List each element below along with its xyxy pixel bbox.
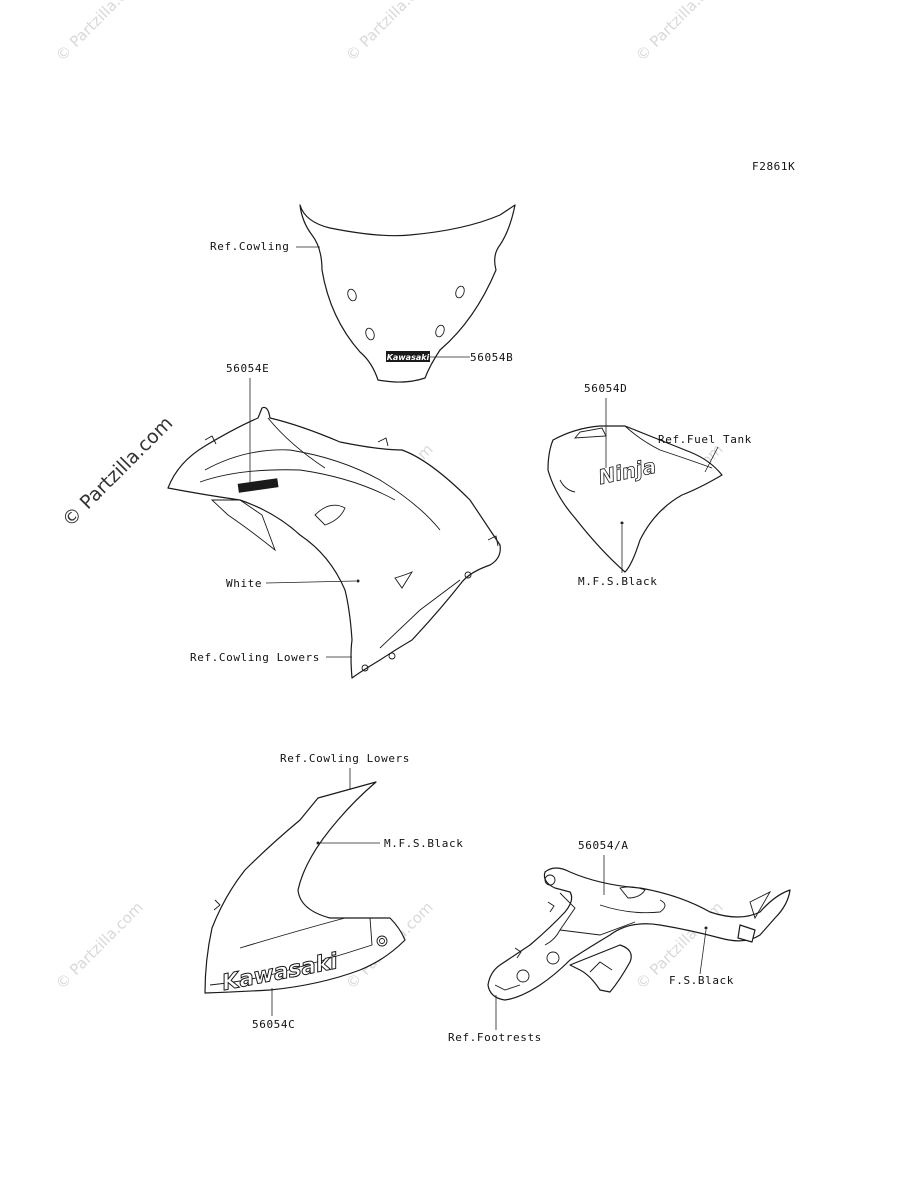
label-ref-cowling-lowers-2: Ref.Cowling Lowers [280, 752, 410, 765]
side-cowl-decal [237, 478, 279, 493]
tank-shroud-part: Ninja [547, 425, 723, 573]
side-watermark: © Partzilla.com [58, 412, 177, 531]
label-ref-cowling-lowers-1: Ref.Cowling Lowers [190, 651, 320, 664]
label-ref-footrests: Ref.Footrests [448, 1031, 542, 1044]
watermark-3: © Partzilla.com [632, 0, 727, 65]
label-mfs-black-2: M.F.S.Black [384, 837, 463, 850]
kawasaki-windshield-decal [386, 351, 430, 362]
windshield-part: Kawasaki [299, 204, 516, 383]
windshield-decal-text: Kawasaki [387, 353, 430, 362]
label-white: White [226, 577, 262, 590]
side-cowl-part [167, 406, 501, 679]
figure-code: F2861K [752, 160, 795, 173]
footrest-bracket-part [487, 867, 791, 1001]
label-56054a: 56054/A [578, 839, 629, 852]
label-56054b: 56054B [470, 351, 513, 364]
label-ref-cowling: Ref.Cowling [210, 240, 289, 253]
watermark-2: © Partzilla.com [342, 0, 437, 65]
watermark-1: © Partzilla.com [52, 0, 147, 65]
label-56054c: 56054C [252, 1018, 295, 1031]
label-56054e: 56054E [226, 362, 269, 375]
label-ref-fuel-tank: Ref.Fuel Tank [658, 433, 752, 446]
lower-cowl-part: Kawasaki [204, 781, 406, 997]
label-fs-black: F.S.Black [669, 974, 734, 987]
label-mfs-black-1: M.F.S.Black [578, 575, 657, 588]
label-56054d: 56054D [584, 382, 627, 395]
watermark-6: © Partzilla.com [52, 898, 147, 993]
